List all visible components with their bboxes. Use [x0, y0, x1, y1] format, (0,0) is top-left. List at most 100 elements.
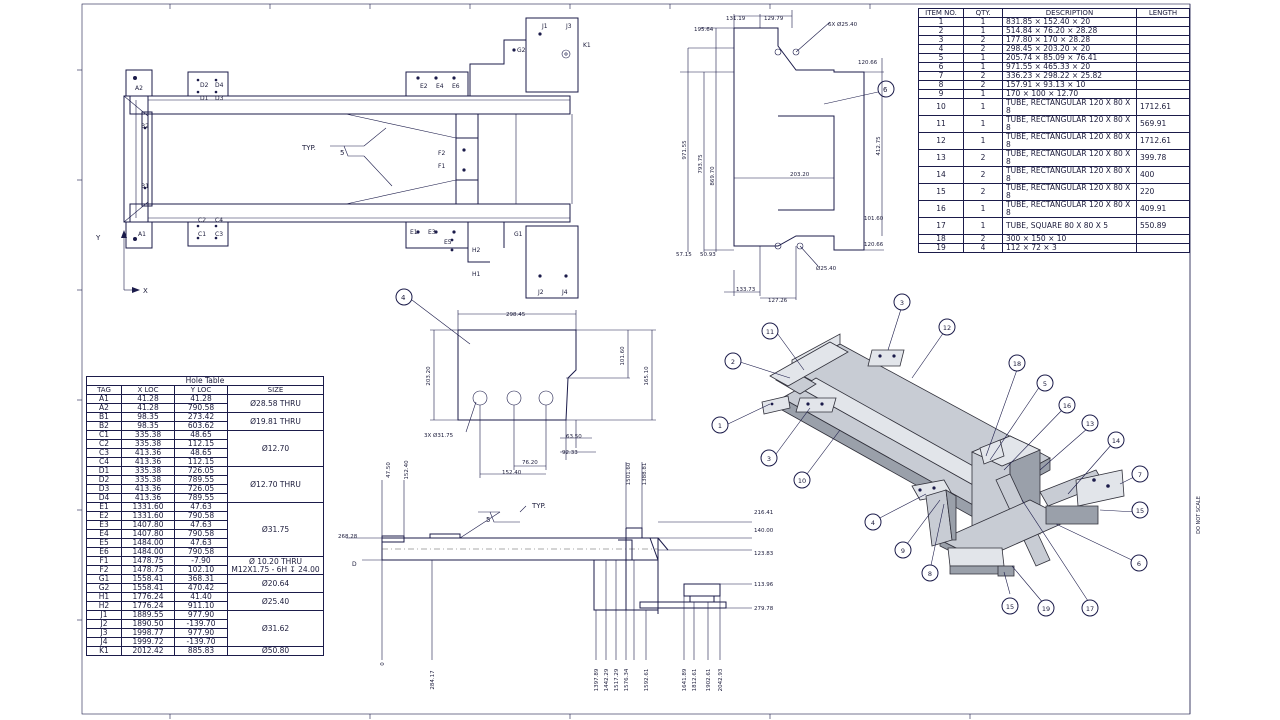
bom-cell-qty: 2 — [963, 149, 1003, 167]
balloon: 3 — [900, 299, 904, 307]
dim-label: 1812.61 — [692, 669, 698, 692]
dim-label: 793.75 — [698, 154, 704, 174]
dim-label: 101.60 — [864, 216, 884, 222]
bom-cell-length: 569.91 — [1136, 115, 1190, 133]
bom-cell-length — [1136, 89, 1190, 99]
dim-label: 92.33 — [562, 450, 578, 456]
dim-label: 1592.61 — [644, 669, 650, 692]
dim-label: 2042.93 — [718, 668, 724, 691]
bom-cell-length: 220 — [1136, 183, 1190, 201]
hole-tag: F1 — [438, 163, 445, 170]
dim-label: 971.55 — [682, 140, 688, 160]
bom-cell-length — [1136, 62, 1190, 72]
dim-label: 152.40 — [502, 470, 522, 476]
hole-tag: A2 — [135, 85, 143, 92]
hole-tag: G2 — [517, 47, 526, 54]
hole-tag: J4 — [561, 289, 568, 296]
plan-view: A2 D2 D4 D1 D3 B2 B1 A1 C2 C4 C1 C3 E2 E… — [95, 17, 591, 299]
bom-cell-length — [1136, 71, 1190, 81]
weld-number: 5 — [340, 149, 344, 157]
dim-label: 203.20 — [790, 172, 810, 178]
dim-label: 1501.60 — [626, 462, 632, 485]
bom-cell-length: 400 — [1136, 166, 1190, 184]
dim-label: Ø25.40 — [816, 265, 837, 272]
bom-cell-item: 13 — [918, 149, 964, 167]
bom-cell-length — [1136, 53, 1190, 63]
dim-label: 203.20 — [426, 366, 432, 386]
plate-6-view: 131.19 129.79 195.64 6X Ø25.40 120.66 6 … — [676, 10, 895, 304]
hole-y-cell: 885.83 — [174, 646, 228, 656]
hole-tag: H2 — [472, 247, 481, 254]
hole-tag: E6 — [452, 83, 460, 90]
dim-label: 152.40 — [404, 460, 410, 480]
hole-size-cell: Ø31.62 — [227, 610, 324, 647]
hole-tag: J3 — [565, 23, 572, 30]
bom-cell-length: 399.78 — [1136, 149, 1190, 167]
dim-label: 284.17 — [430, 670, 436, 690]
dim-label: 1517.29 — [614, 668, 620, 691]
bom-cell-desc: TUBE, SQUARE 80 X 80 X 5 — [1002, 217, 1137, 235]
hole-size-cell: Ø19.81 THRU — [227, 412, 324, 431]
balloon: 12 — [943, 324, 951, 332]
bom-cell-item: 17 — [918, 217, 964, 235]
hole-tag: A1 — [138, 231, 146, 238]
dim-label: 298.45 — [506, 312, 526, 318]
bom-cell-qty: 1 — [963, 200, 1003, 218]
hole-tag: C3 — [215, 231, 223, 238]
hole-tag: J2 — [537, 289, 544, 296]
dim-label: 6X Ø25.40 — [828, 21, 858, 28]
dim-label: 63.50 — [566, 434, 582, 440]
hole-tag: B1 — [141, 183, 149, 190]
dim-label: 412.75 — [876, 136, 882, 156]
bom-cell-length — [1136, 234, 1190, 244]
balloon-4: 4 — [401, 294, 406, 302]
dim-label: 101.60 — [620, 346, 626, 366]
hole-tag: B2 — [141, 123, 149, 130]
hole-header: SIZE — [227, 385, 324, 395]
bom-cell-qty: 2 — [963, 183, 1003, 201]
hole-x-cell: 2012.42 — [121, 646, 175, 656]
dim-label: 195.64 — [694, 27, 714, 33]
hole-tag-cell: K1 — [86, 646, 122, 656]
isometric-view: 1 2 3 3 4 5 6 7 8 9 10 11 12 13 14 15 15… — [711, 293, 1149, 617]
bom-cell-item: 11 — [918, 115, 964, 133]
balloon: 5 — [1043, 380, 1047, 388]
hole-tag: H1 — [472, 271, 481, 278]
bom-cell-item: 9 — [918, 89, 964, 99]
d-label: D — [352, 561, 357, 568]
balloons: 1 2 3 3 4 5 6 7 8 9 10 11 12 13 14 15 15… — [711, 293, 1149, 617]
dim-label: 123.83 — [754, 551, 774, 557]
hole-tag: F2 — [438, 150, 445, 157]
balloon: 1 — [718, 422, 722, 430]
balloon: 10 — [798, 477, 806, 485]
dim-label: 140.00 — [754, 528, 774, 534]
balloon: 17 — [1086, 605, 1094, 613]
balloon: 4 — [871, 519, 875, 527]
hole-size-cell: Ø12.70 THRU — [227, 466, 324, 503]
sheet-side-label: DO NOT SCALE — [1196, 496, 1202, 534]
dim-label: 120.66 — [864, 242, 884, 248]
hole-tag: G1 — [514, 231, 523, 238]
hole-tag: D3 — [215, 95, 224, 102]
bom-cell-qty: 4 — [963, 243, 1003, 253]
dim-label: 131.19 — [726, 16, 746, 22]
balloon: 9 — [901, 547, 905, 555]
dim-label: 50.93 — [700, 252, 716, 258]
dim-label: 1442.29 — [604, 668, 610, 691]
axis-y-label: Y — [95, 234, 101, 242]
balloon: 2 — [731, 358, 735, 366]
